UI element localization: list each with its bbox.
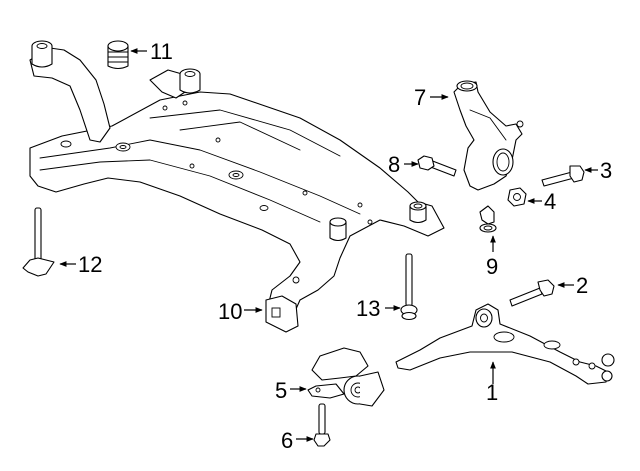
callout-label: 10 [218, 299, 242, 324]
callout-label: 4 [544, 189, 556, 214]
callout-3: 3 [584, 158, 612, 183]
bolt-13-part[interactable] [400, 253, 418, 321]
nut-part[interactable] [507, 187, 527, 207]
callout-2: 2 [557, 273, 588, 298]
callout-1: 1 [486, 361, 498, 405]
callout-label: 7 [414, 85, 426, 110]
bolt-2-part[interactable] [509, 279, 555, 307]
callout-12: 12 [59, 252, 102, 277]
callout-label: 8 [388, 152, 400, 177]
callout-6: 6 [281, 428, 314, 453]
bolt-3-part[interactable] [541, 165, 585, 187]
bushing-bracket-part[interactable] [307, 347, 385, 407]
callout-8: 8 [388, 152, 419, 177]
callout-label: 12 [78, 252, 102, 277]
callout-label: 13 [356, 296, 380, 321]
callout-9: 9 [486, 235, 498, 279]
crossmember-part[interactable] [29, 40, 445, 333]
control-arm-part[interactable] [395, 303, 615, 385]
callout-7: 7 [414, 85, 449, 110]
stud-bolt-part[interactable] [22, 207, 55, 277]
callout-4: 4 [527, 189, 556, 214]
callout-label: 2 [576, 273, 588, 298]
callout-label: 3 [600, 158, 612, 183]
bolt-6-part[interactable] [313, 403, 331, 447]
callout-label: 11 [150, 39, 173, 64]
callout-label: 6 [281, 428, 293, 453]
callout-10: 10 [218, 299, 263, 324]
callout-label: 9 [486, 254, 498, 279]
bolt-8-part[interactable] [417, 155, 457, 177]
callout-13: 13 [356, 296, 401, 321]
callout-label: 5 [275, 378, 287, 403]
callout-5: 5 [275, 378, 307, 403]
steering-knuckle-part[interactable] [453, 80, 524, 191]
clip-part[interactable] [479, 205, 497, 233]
bushing-part[interactable] [107, 40, 129, 70]
callout-11: 11 [130, 39, 173, 64]
callout-label: 1 [486, 380, 498, 405]
